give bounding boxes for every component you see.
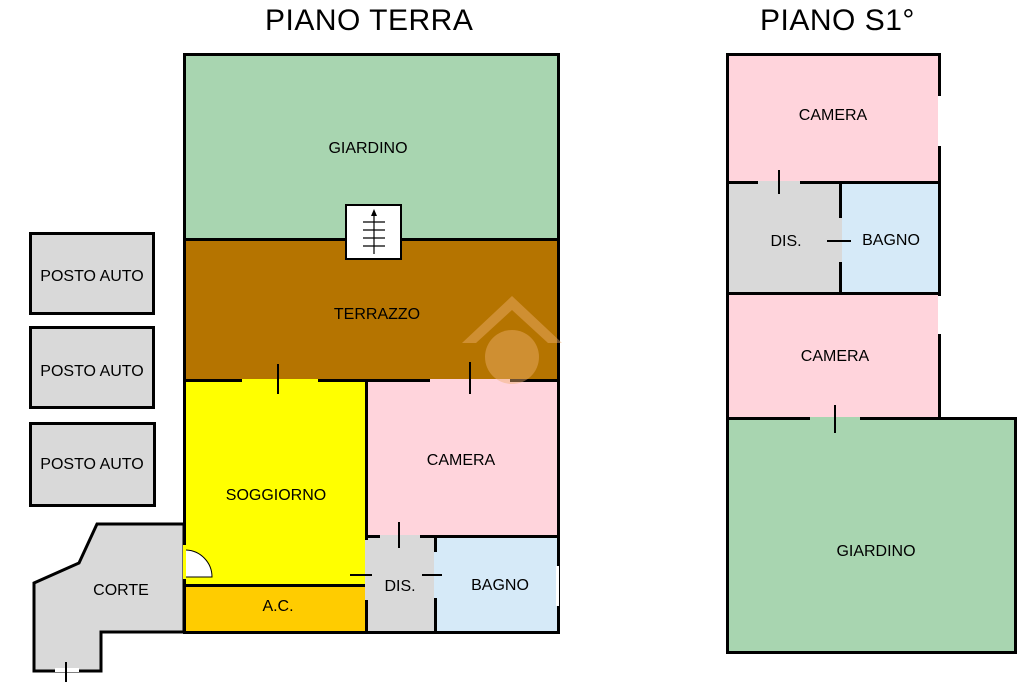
basement-bedroom-middle (726, 292, 941, 421)
gate-mark (65, 662, 67, 682)
ground-bedroom-label: CAMERA (426, 452, 496, 469)
ground-hallway-label: DIS. (384, 578, 416, 595)
basement-bathroom-label: BAGNO (862, 232, 920, 249)
door-mark (827, 240, 851, 242)
door-opening (242, 379, 318, 382)
basement-garden (726, 417, 1017, 654)
door-mark (398, 522, 400, 548)
basement-hallway-label: DIS. (770, 233, 802, 250)
stair-arrow-icon (363, 209, 385, 254)
basement-garden-label: GIARDINO (836, 543, 916, 560)
ground-bathroom (434, 535, 560, 634)
basement-bedroom-top-label: CAMERA (798, 107, 868, 124)
stair-box (345, 204, 402, 260)
basement-bedroom-top (726, 53, 941, 185)
door-opening (365, 540, 368, 600)
ground-garden-label: GIARDINO (328, 140, 408, 157)
parking-space-1 (29, 232, 155, 315)
storage-room-label: A.C. (262, 598, 294, 615)
terrace (183, 238, 560, 383)
window-opening (556, 566, 559, 606)
basement-floor-title: PIANO S1° (760, 4, 915, 37)
door-mark (834, 405, 836, 433)
ground-bathroom-label: BAGNO (471, 577, 529, 594)
parking-space-3 (29, 422, 156, 507)
window-opening (938, 96, 941, 146)
door-mark (778, 170, 780, 194)
window-opening (938, 296, 941, 334)
door-opening (380, 535, 420, 538)
ground-floor-title: PIANO TERRA (265, 4, 474, 37)
parking-label-1: POSTO AUTO (40, 268, 144, 285)
door-mark (422, 574, 442, 576)
gate-opening (55, 668, 79, 672)
door-mark (350, 574, 372, 576)
terrace-label: TERRAZZO (333, 306, 421, 323)
door-mark (469, 362, 471, 394)
parking-space-2 (29, 326, 155, 409)
basement-bedroom-middle-label: CAMERA (800, 348, 870, 365)
ground-bedroom (365, 379, 560, 539)
door-opening (183, 545, 186, 579)
door-mark (277, 364, 279, 394)
parking-label-2: POSTO AUTO (40, 363, 144, 380)
storage-room (183, 584, 368, 634)
living-room-label: SOGGIORNO (225, 487, 327, 504)
corte-label: CORTE (93, 582, 149, 599)
parking-label-3: POSTO AUTO (40, 456, 144, 473)
